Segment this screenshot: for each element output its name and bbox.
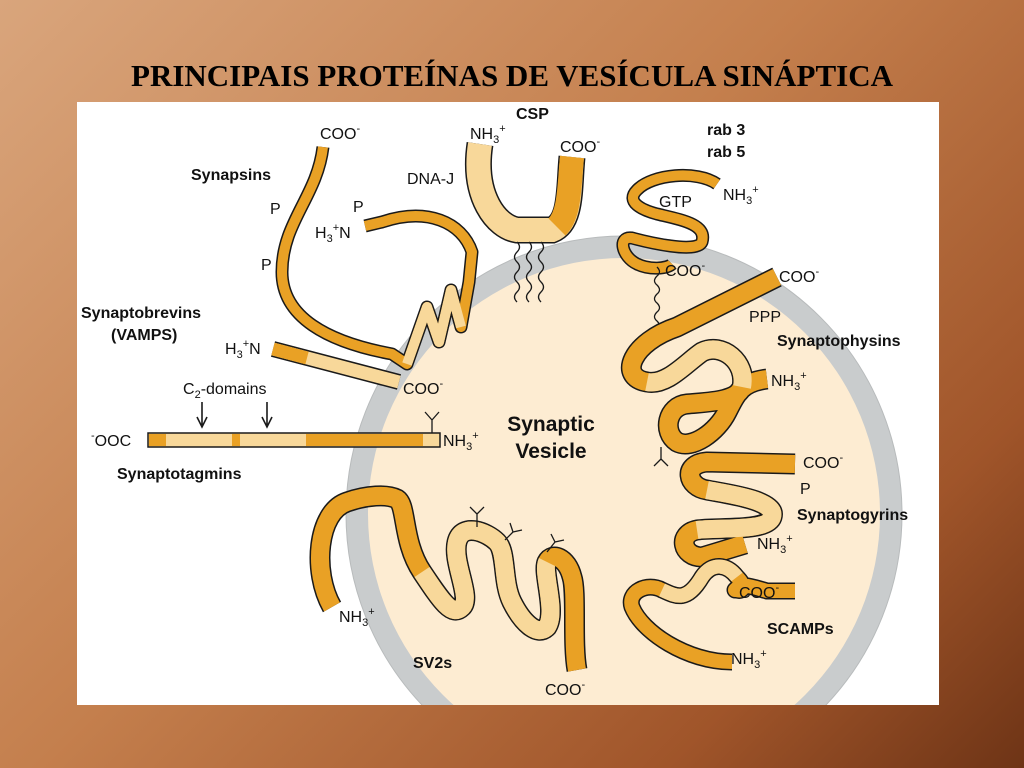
synaptotagmins-nh3-label: NH3+: [443, 430, 479, 453]
synaptotagmins-segment-3: [306, 434, 423, 446]
scamps-nh3-label: NH3+: [731, 648, 767, 671]
synapsins-p3-label: P: [353, 199, 364, 216]
synaptotagmins-glycan: [424, 411, 440, 433]
rab-lipid-anchor: [653, 266, 661, 331]
synaptogyrins-protein: [674, 451, 796, 568]
synaptobrevins-vamps-label: (VAMPS): [111, 327, 177, 344]
synaptophysins-nh3-label: NH3+: [771, 370, 807, 393]
csp-nh3-label: NH3+: [470, 123, 506, 146]
synaptophysins-ppp-label: PPP: [749, 309, 781, 326]
synaptophysins-protein: [621, 267, 782, 467]
synaptotagmins-ooc-label: -OOC: [91, 430, 131, 450]
scamps-protein: [622, 558, 795, 671]
synaptogyrins-label: Synaptogyrins: [797, 507, 908, 524]
rab-protein: [616, 168, 721, 331]
rab-nh3-label: NH3+: [723, 184, 759, 207]
synapsins-label: Synapsins: [191, 167, 271, 184]
sv2s-label: SV2s: [413, 655, 452, 672]
sv2s-nh3-label: NH3+: [339, 606, 375, 629]
c2-domain-arrow-2: [261, 402, 273, 429]
synapsins-coo-label: COO-: [320, 123, 360, 143]
synaptogyrins-p-label: P: [800, 481, 811, 498]
synaptogyrins-nh3-label: NH3+: [757, 533, 793, 556]
synaptotagmins-label: Synaptotagmins: [117, 466, 242, 483]
sv2s-protein: [309, 485, 588, 672]
synapsins-protein: [275, 146, 479, 371]
synaptogyrins-coo-label: COO-: [803, 452, 843, 472]
csp-dnaj-label: DNA-J: [407, 171, 454, 188]
synaptobrevins-label: Synaptobrevins: [81, 305, 201, 322]
synaptotagmins-protein: [147, 402, 441, 448]
synaptotagmins-segment-1: [149, 434, 166, 446]
synaptotagmins-segment-2: [232, 434, 240, 446]
scamps-label: SCAMPs: [767, 621, 834, 638]
vesicle-label-line1: Synaptic: [507, 413, 595, 436]
diagram-panel: Synaptic Vesicle Synapsins COO- P P P H3…: [77, 102, 939, 768]
vesicle-protein-diagram: Synaptic Vesicle Synapsins COO- P P P H3…: [81, 106, 908, 768]
csp-lipid-anchor-3: [537, 241, 545, 303]
synaptobrevins-protein: [270, 341, 402, 390]
csp-protein: [465, 141, 586, 303]
synapsins-p1-label: P: [270, 201, 281, 218]
synaptobrevins-h3n-label: H3+N: [225, 338, 261, 361]
csp-lipid-anchor-2: [525, 241, 533, 303]
csp-coo-label: COO-: [560, 136, 600, 156]
vesicle-label-line2: Vesicle: [515, 440, 586, 463]
rab3-label: rab 3: [707, 122, 745, 139]
synapsins-h3n-label: H3+N: [315, 222, 351, 245]
sv2s-glycan-1: [469, 506, 485, 527]
synapsins-p2-label: P: [261, 257, 272, 274]
slide-title: PRINCIPAIS PROTEÍNAS DE VESÍCULA SINÁPTI…: [131, 58, 893, 93]
sv2s-coo-label: COO-: [545, 679, 585, 699]
rab-coo-label: COO-: [665, 260, 705, 280]
synaptophysins-glycan: [653, 447, 669, 467]
sv2s-glycan-2: [504, 522, 523, 541]
csp-lipid-anchor-1: [513, 241, 521, 303]
csp-label: CSP: [516, 106, 549, 123]
c2-domains-label: C2-domains: [183, 381, 267, 401]
rab-gtp-label: GTP: [659, 194, 692, 211]
sv2s-glycan-3: [546, 533, 565, 553]
scamps-coo-label: COO-: [739, 582, 779, 602]
synaptobrevins-coo-label: COO-: [403, 378, 443, 398]
synaptophysins-coo-label: COO-: [779, 266, 819, 286]
c2-domain-arrow-1: [196, 402, 208, 429]
rab5-label: rab 5: [707, 144, 745, 161]
synaptophysins-label: Synaptophysins: [777, 333, 901, 350]
